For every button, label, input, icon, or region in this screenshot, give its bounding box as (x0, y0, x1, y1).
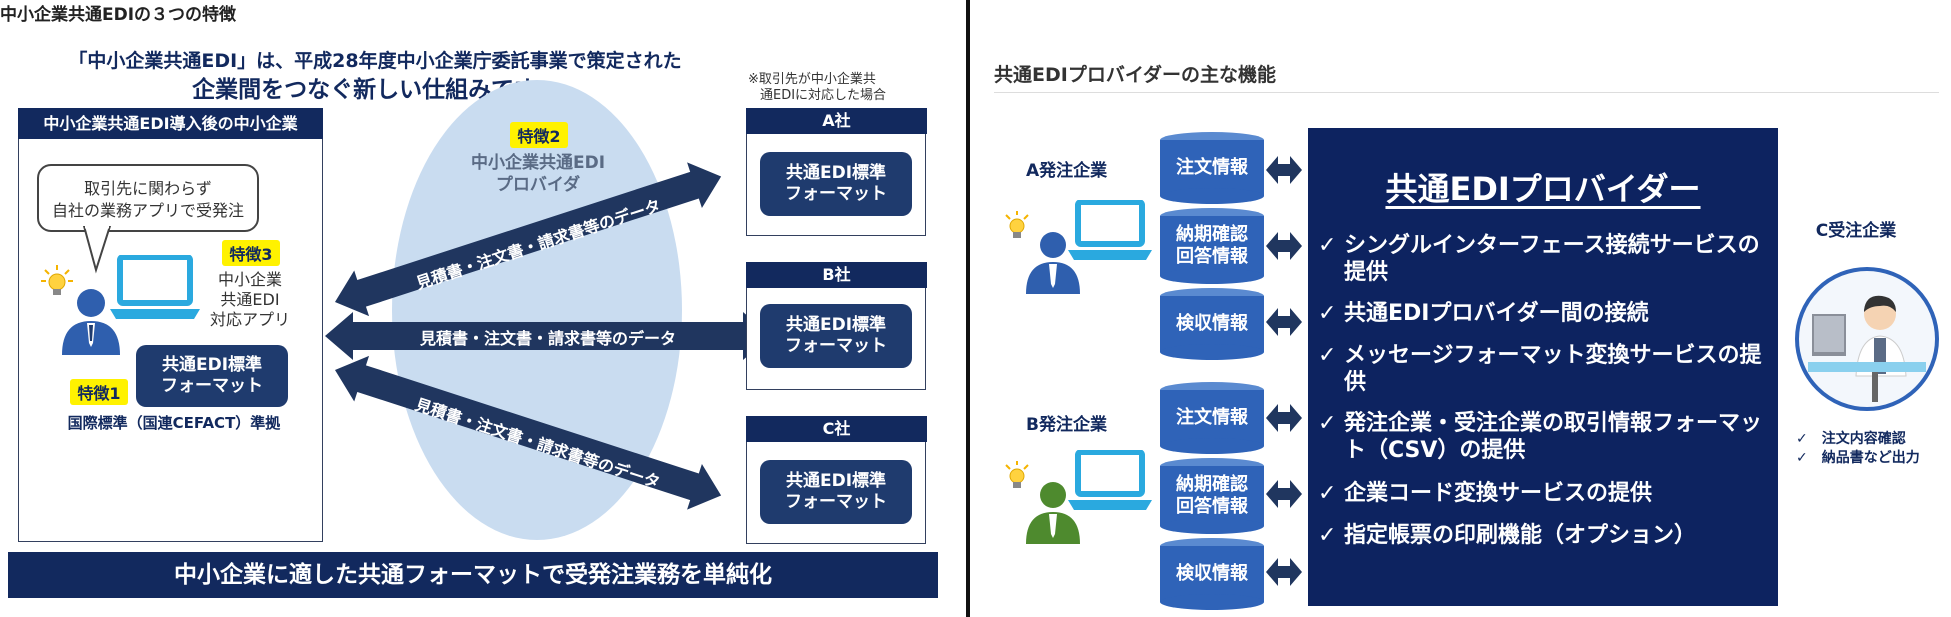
feature-badge-2: 特徴2 (510, 122, 568, 148)
right-title: 共通EDIプロバイダーの主な機能 (994, 64, 1277, 86)
db-b-order: 注文情報 (1160, 382, 1264, 454)
feature-item: ✓シングルインターフェース接続サービスの提供 (1318, 233, 1760, 285)
feature-badge-3: 特徴3 (222, 240, 280, 266)
laptop-icon (110, 255, 200, 319)
check-icon: ✓ (1318, 301, 1337, 326)
sme-box-title: 中小企業共通EDI導入後の中小企業 (18, 108, 323, 139)
lightbulb-icon (1005, 461, 1029, 488)
check-icon: ✓ (1318, 523, 1337, 548)
person-icon (1026, 482, 1080, 544)
lightbulb-icon (1005, 211, 1029, 238)
arrow-to-company-a (335, 162, 722, 317)
c-note-2: ✓ 納品書など出力 (1796, 450, 1920, 466)
double-arrow-icon (1266, 404, 1302, 432)
sme-format-box: 共通EDI標準 フォーマット (136, 345, 288, 407)
person-icon (62, 289, 120, 355)
company-b-name: B社 (746, 262, 927, 288)
check-icon: ✓ (1318, 411, 1337, 436)
double-arrow-icon (1266, 156, 1302, 184)
feature-item: ✓発注企業・受注企業の取引情報フォーマット（CSV）の提供 (1318, 411, 1763, 463)
check-icon: ✓ (1318, 481, 1337, 506)
db-a-delivery: 納期確認 回答情報 (1160, 208, 1264, 284)
arrow-label-b: 見積書・注文書・請求書等のデータ (419, 329, 676, 348)
right-title-rule (994, 92, 1939, 93)
note-2: 通EDIに対応した場合 (760, 88, 887, 103)
person-icon (1026, 232, 1080, 294)
panel-divider (966, 0, 970, 617)
double-arrow-icon (1266, 308, 1302, 336)
company-c-format: 共通EDI標準 フォーマット (760, 460, 912, 524)
speech-bubble (37, 164, 259, 232)
lightbulb-icon (41, 265, 73, 295)
company-a-format: 共通EDI標準 フォーマット (760, 152, 912, 216)
company-a-label: A発注企業 (1026, 161, 1108, 181)
footer-banner: 中小企業に適した共通フォーマットで受発注業務を単純化 (8, 552, 938, 598)
operator-avatar (1795, 267, 1939, 411)
company-b-format: 共通EDI標準 フォーマット (760, 304, 912, 368)
standard-label: 国際標準（国連CEFACT）準拠 (67, 414, 281, 432)
laptop-icon (1068, 450, 1152, 510)
provider-label: 中小企業共通EDI プロバイダ (470, 153, 606, 195)
company-b-label: B発注企業 (1026, 415, 1107, 435)
headline-1: 「中小企業共通EDI」は、平成28年度中小企業庁委託事業で策定された (68, 50, 682, 72)
bubble-line-1: 取引先に関わらず (84, 179, 212, 198)
feature-item: ✓企業コード変換サービスの提供 (1318, 481, 1653, 506)
bubble-line-2: 自社の業務アプリで受発注 (51, 201, 244, 220)
left-title: 中小企業共通EDIの３つの特徴 (0, 5, 237, 25)
company-c-name: C社 (746, 416, 927, 442)
feature-item: ✓共通EDIプロバイダー間の接続 (1318, 301, 1649, 326)
note-1: ※取引先が中小企業共 (748, 72, 876, 87)
db-b-delivery: 納期確認 回答情報 (1160, 458, 1264, 534)
company-c-label: C受注企業 (1815, 221, 1897, 241)
feature-item: ✓指定帳票の印刷機能（オプション） (1318, 523, 1697, 548)
db-a-inspection: 検収情報 (1160, 288, 1264, 360)
db-a-order: 注文情報 (1160, 132, 1264, 204)
c-note-1: ✓ 注文内容確認 (1796, 431, 1906, 447)
speech-bubble-tail (82, 226, 112, 274)
arrow-to-company-c (335, 355, 722, 510)
provider-panel: 共通EDIプロバイダー ✓シングルインターフェース接続サービスの提供 ✓共通ED… (1308, 128, 1778, 606)
check-icon: ✓ (1318, 343, 1337, 368)
db-b-inspection: 検収情報 (1160, 538, 1264, 610)
double-arrow-icon (1266, 480, 1302, 508)
check-icon: ✓ (1318, 233, 1337, 258)
exchange-arrows (1266, 156, 1302, 586)
company-a-name: A社 (746, 108, 927, 134)
double-arrow-icon (1266, 232, 1302, 260)
provider-title: 共通EDIプロバイダー (1385, 170, 1701, 208)
app-label: 中小企業 共通EDI 対応アプリ (209, 270, 290, 329)
data-arrows (325, 162, 770, 510)
double-arrow-icon (1266, 558, 1302, 586)
feature-badge-1: 特徴1 (70, 379, 128, 405)
feature-item: ✓メッセージフォーマット変換サービスの提供 (1318, 343, 1762, 395)
arrow-to-company-b (325, 312, 770, 360)
laptop-icon (1068, 200, 1152, 260)
